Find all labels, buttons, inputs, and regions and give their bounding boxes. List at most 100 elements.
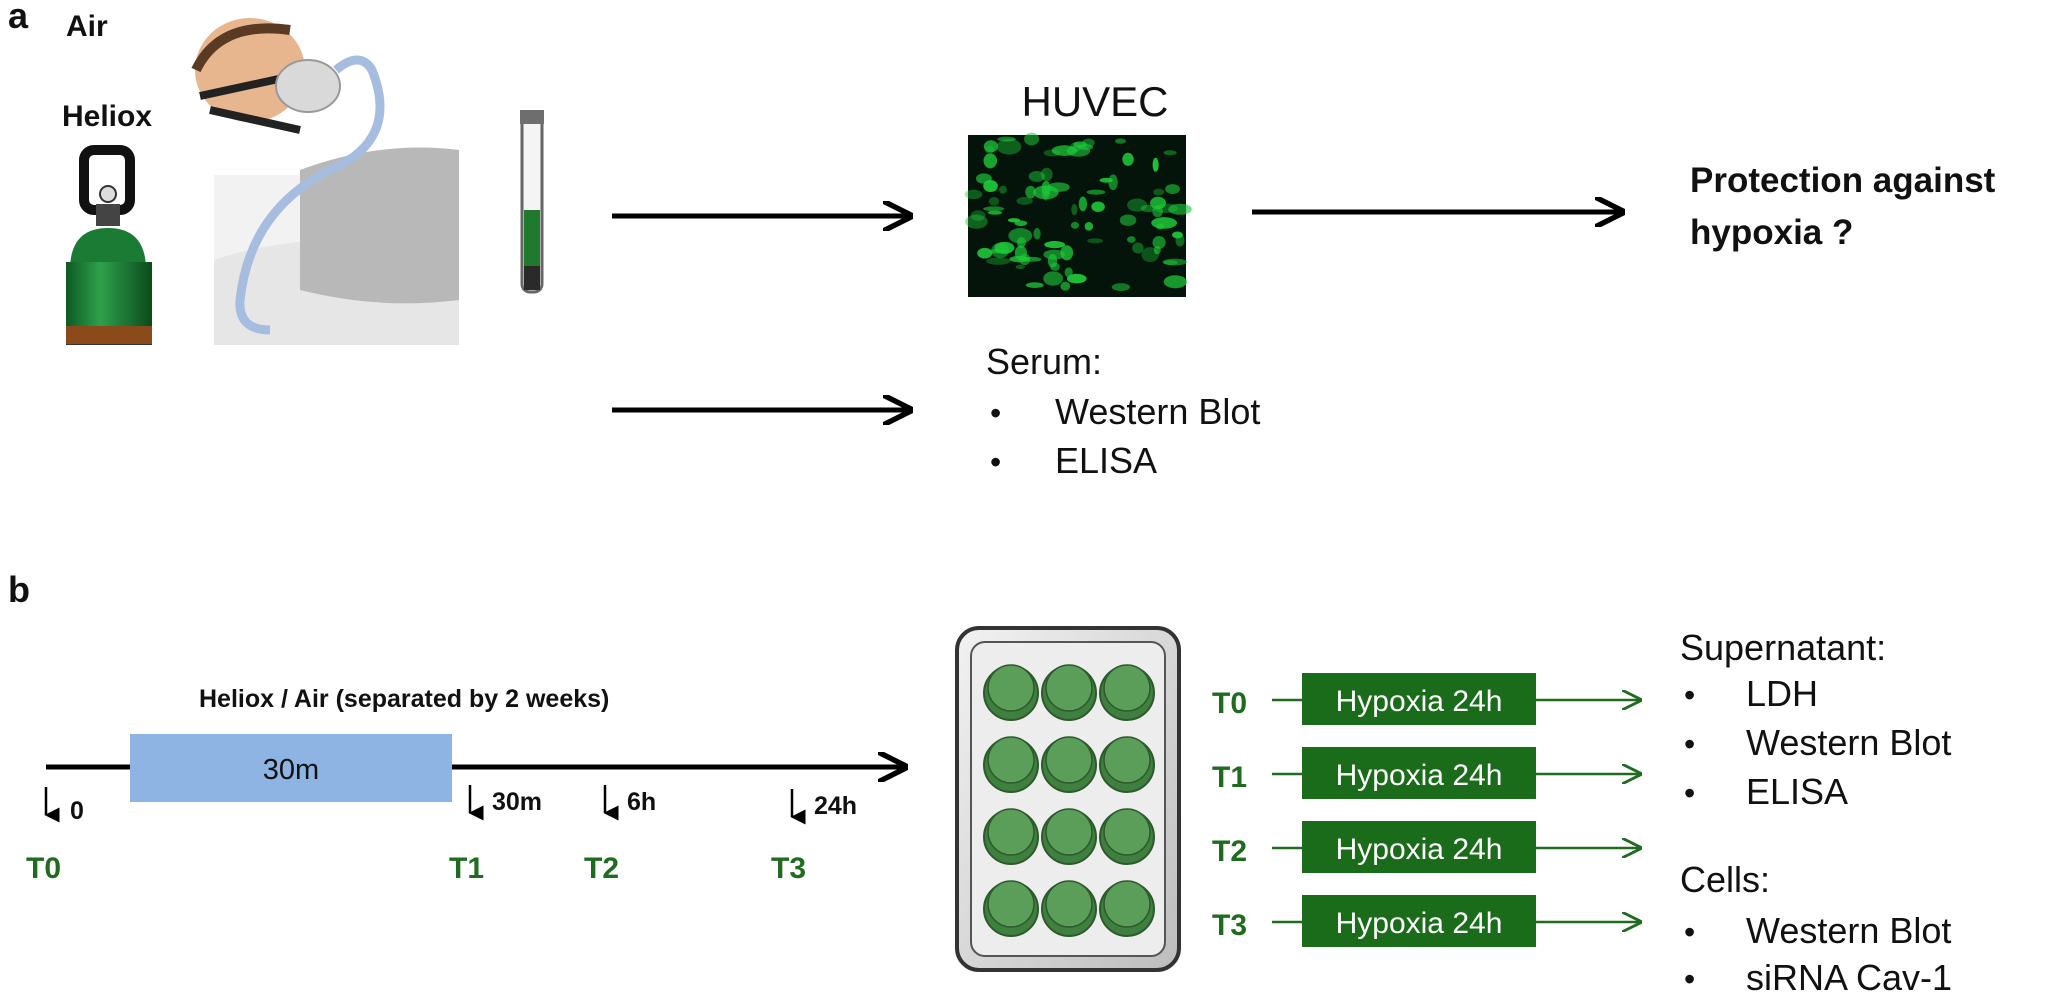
hypoxia-row-t2: T2 Hypoxia 24h: [1212, 821, 1640, 873]
outcome-line2: hypoxia ?: [1690, 213, 1853, 252]
hypoxia-row-t1: T1 Hypoxia 24h: [1212, 747, 1640, 799]
cell-blob: [1122, 152, 1134, 166]
cell-blob: [1024, 132, 1040, 146]
hypoxia-box: [1302, 747, 1536, 799]
plate-well-surface: [987, 880, 1035, 928]
cell-blob: [1127, 198, 1148, 212]
timepoint-id: T2: [584, 852, 619, 885]
cell-blob: [1127, 236, 1136, 243]
cell-blob: [1115, 138, 1126, 144]
plate-well-surface: [1103, 664, 1151, 712]
cell-blob: [975, 173, 992, 184]
hypoxia-box-label: Hypoxia 24h: [1336, 685, 1503, 718]
cell-blob: [1086, 189, 1106, 195]
exposure-box: [130, 734, 452, 802]
bullet: •: [990, 444, 1001, 480]
plate-well-surface: [987, 736, 1035, 784]
panel-a-letter: a: [8, 0, 29, 36]
plate-well-surface: [1045, 736, 1093, 784]
hypoxia-row-id: T2: [1212, 835, 1247, 868]
cell-blob: [1111, 283, 1130, 292]
cell-blob: [1016, 196, 1033, 205]
exposure-label: Heliox / Air (separated by 2 weeks): [199, 685, 609, 713]
cell-blob: [988, 197, 1000, 206]
cell-blob: [1060, 281, 1071, 291]
cell-blob: [1168, 203, 1192, 215]
timepoint-id: T1: [449, 852, 484, 885]
cell-blob: [977, 247, 993, 259]
cell-blob: [965, 214, 988, 229]
timepoint-time: 24h: [814, 792, 857, 820]
well-plate-icon: [955, 626, 1181, 972]
cell-blob: [997, 136, 1016, 142]
supernatant-item-elisa: ELISA: [1746, 771, 1848, 812]
cell-blob: [1040, 167, 1053, 182]
plate-well-surface: [987, 808, 1035, 856]
exposure-duration: 30m: [263, 754, 319, 786]
cell-blob: [1153, 188, 1165, 196]
cell-blob: [1150, 196, 1167, 210]
cell-blob: [984, 145, 995, 154]
timepoint-time: 0: [70, 797, 84, 825]
cell-blob: [1163, 150, 1177, 156]
cell-blob: [1015, 264, 1025, 270]
cell-blob: [986, 257, 1011, 265]
hypoxia-row-id: T1: [1212, 761, 1247, 794]
cell-blob: [1064, 267, 1073, 278]
timepoint-time: 6h: [627, 788, 656, 816]
timepoint-id: T0: [26, 852, 61, 885]
timepoint-id: T3: [771, 852, 806, 885]
cell-blob: [996, 138, 1022, 155]
hypoxia-box-label: Hypoxia 24h: [1336, 759, 1503, 792]
cell-blob: [1007, 218, 1021, 223]
cell-blob: [987, 210, 1003, 215]
hypoxia-row-t3: T3 Hypoxia 24h: [1212, 895, 1640, 947]
cell-blob: [1152, 157, 1159, 172]
cells-title: Cells:: [1680, 859, 1770, 900]
cell-blob: [1025, 185, 1036, 199]
cell-blob: [1151, 217, 1178, 229]
cell-blob: [970, 210, 986, 221]
serum-title: Serum:: [986, 341, 1102, 382]
cells-item-western-blot: Western Blot: [1746, 910, 1951, 951]
hypoxia-box: [1302, 821, 1536, 873]
hypoxia-row-t0: T0 Hypoxia 24h: [1212, 673, 1640, 725]
cell-blob: [1084, 221, 1094, 231]
cell-blob: [1163, 275, 1187, 289]
bullet: •: [990, 395, 1001, 431]
plate-well-surface: [1045, 880, 1093, 928]
cell-blob: [1070, 221, 1080, 229]
cell-blob: [1099, 177, 1113, 183]
bullet: •: [1684, 961, 1695, 997]
cell-blob: [1047, 182, 1070, 192]
cell-blob: [1078, 196, 1088, 212]
panel-b-letter: b: [8, 569, 30, 610]
cell-blob: [1043, 149, 1061, 157]
cell-blob: [1162, 258, 1188, 266]
cell-blob: [1044, 241, 1066, 249]
bullet: •: [1684, 677, 1695, 713]
cell-blob: [1165, 184, 1180, 195]
plate-well-surface: [1045, 808, 1093, 856]
hypoxia-row-id: T3: [1212, 909, 1247, 942]
hypoxia-row-id: T0: [1212, 687, 1247, 720]
cell-blob: [1028, 170, 1046, 182]
cell-blob: [1066, 273, 1087, 284]
patient-mask-icon: [191, 18, 459, 345]
serum-item-elisa: ELISA: [1055, 440, 1157, 481]
bullet: •: [1684, 775, 1695, 811]
cell-blob: [998, 185, 1008, 194]
cell-blob: [983, 140, 999, 153]
blood-tube-icon: [520, 110, 544, 294]
serum-item-western-blot: Western Blot: [1055, 391, 1260, 432]
cell-blob: [1043, 271, 1064, 286]
cell-blob: [1033, 228, 1041, 240]
cell-blob: [1087, 238, 1104, 244]
hypoxia-box: [1302, 673, 1536, 725]
cell-blob: [1152, 236, 1166, 249]
cell-blob: [1008, 228, 1033, 244]
plate-well-surface: [987, 664, 1035, 712]
cell-blob: [1077, 144, 1094, 151]
cell-blob: [1025, 282, 1044, 288]
